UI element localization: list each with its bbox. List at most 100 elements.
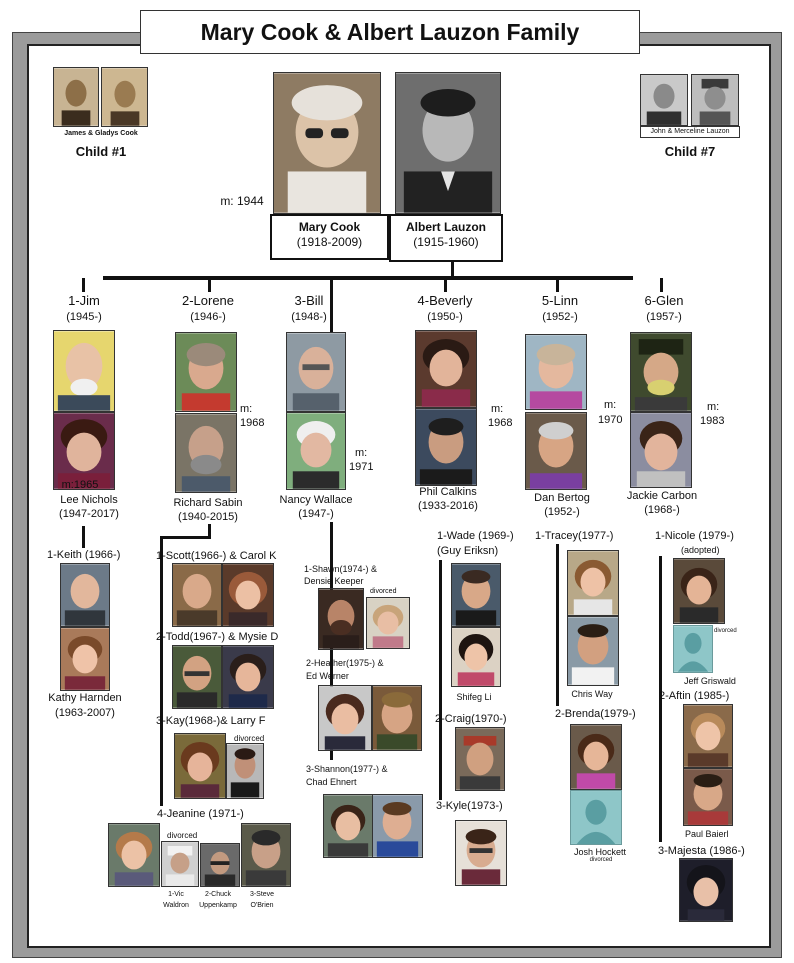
spouse-name: Shifeg Li <box>456 692 492 702</box>
child-years: (1945-) <box>66 311 102 323</box>
spouse-name: Paul Baierl <box>685 829 729 839</box>
densie-keeper-photo <box>366 597 410 649</box>
mary-cook-name: Mary Cook <box>298 220 361 234</box>
steve-obrien-photo <box>241 823 291 887</box>
child-name: 5-Linn <box>541 293 579 308</box>
divorced-note: divorced <box>167 831 198 840</box>
vic-waldron-photo <box>161 841 199 887</box>
spouse-name: Jeff Griswald <box>684 676 736 686</box>
grandchild-label: 2-Brenda(1979-) <box>555 708 636 720</box>
spouse-years: (1940-2015) <box>178 511 238 523</box>
larry-f-photo <box>226 743 264 799</box>
tracey-photo <box>567 550 619 616</box>
spouse-name: Jackie Carbon <box>626 490 698 502</box>
chuck-uppenkamp-photo <box>200 843 240 887</box>
grandchild-label: 2-Heather(1975-) & <box>306 658 384 668</box>
page-title: Mary Cook & Albert Lauzon Family <box>140 10 640 54</box>
grandchild-spouse-label: Densie Keeper <box>304 576 364 586</box>
child-years: (1957-) <box>646 311 682 323</box>
james-cook-photo <box>53 67 99 127</box>
child-years: (1950-) <box>427 311 463 323</box>
craig-photo <box>455 727 505 791</box>
shawn-photo <box>318 588 364 650</box>
spouse-years: (1952-) <box>544 506 580 518</box>
left-grandparents-label: James & Gladys Cook <box>64 130 138 137</box>
linn-desc-line <box>556 544 559 706</box>
left-child-label: Child #1 <box>75 144 127 159</box>
gladys-cook-photo <box>101 67 148 127</box>
drop-jim <box>82 278 85 292</box>
grandchild-label: 1-Nicole (1979-) <box>655 530 734 542</box>
grandchild-label: 1-Tracey(1977-) <box>535 530 614 542</box>
child-marriage-year: 1983 <box>700 415 725 427</box>
beverly-photo <box>415 330 477 408</box>
mary-cook-photo <box>273 72 381 214</box>
shannon-photo <box>323 794 373 858</box>
bill-photo <box>286 332 346 412</box>
children-bar <box>103 276 633 280</box>
ex-spouse-label: 2-Chuck <box>204 891 232 898</box>
chris-way-photo <box>567 616 619 686</box>
ex-spouse-label: 3-Steve <box>249 891 275 898</box>
merceline-lauzon-photo <box>691 74 739 126</box>
grandchild-label: 1-Scott(1966-) & Carol K <box>156 550 277 562</box>
right-child-label: Child #7 <box>664 144 716 159</box>
jackie-carbon-photo <box>630 412 692 488</box>
drop-linn <box>556 278 559 292</box>
lorene-desc-line-a <box>208 524 211 538</box>
spouse-name: Chris Way <box>571 689 613 699</box>
child-name: 4-Beverly <box>417 293 473 308</box>
spouse-name: Dan Bertog <box>534 492 590 504</box>
nicole-photo <box>673 558 725 624</box>
right-grandparents-label: John & Merceline Lauzon <box>640 126 740 138</box>
spouse-name: Richard Sabin <box>173 497 243 509</box>
john-lauzon-photo <box>640 74 688 126</box>
child-years: (1948-) <box>291 311 327 323</box>
spouse-name: Kathy Harnden <box>48 692 122 704</box>
child-name: 2-Lorene <box>181 293 235 308</box>
jeff-griswald-silhouette <box>673 625 713 673</box>
grandchild-label: 1-Shawn(1974-) & <box>304 564 378 574</box>
drop-beverly <box>444 278 447 292</box>
spouse-name: Nancy Wallace <box>279 494 353 506</box>
spouse-years: (1947-2017) <box>59 508 119 520</box>
grandchild-spouse-label: Ed Werner <box>306 671 349 681</box>
grandchild-label: 2-Craig(1970-) <box>435 713 507 725</box>
lorene-desc-line-c <box>160 536 163 806</box>
grandchild-spouse-label: Chad Ehnert <box>306 777 357 787</box>
kay-photo <box>174 733 226 799</box>
grandchild-label: 4-Jeanine (1971-) <box>157 808 244 820</box>
divorced-note: divorced <box>714 628 737 634</box>
grandchild-label: 3-Majesta (1986-) <box>658 845 745 857</box>
albert-lauzon-name: Albert Lauzon <box>406 220 486 234</box>
grandchild-label: 3-Kyle(1973-) <box>436 800 503 812</box>
divorced-note: divorced <box>370 588 397 595</box>
spouse-name: Phil Calkins <box>419 486 477 498</box>
phil-calkins-photo <box>415 408 477 486</box>
spouse-years: (1947-) <box>298 508 334 520</box>
child-marriage: m: <box>604 399 617 411</box>
child-marriage-year: 1970 <box>598 414 623 426</box>
grandchild-label: 2-Todd(1967-) & Mysie D <box>156 631 279 643</box>
divorced-note: divorced <box>234 734 265 743</box>
child-marriage-year: 1968 <box>240 417 265 429</box>
aftin-photo <box>683 704 733 768</box>
beverly-desc-line <box>439 560 442 800</box>
spouse-name: Josh Hockett <box>573 847 627 857</box>
keith-photo <box>60 563 110 627</box>
albert-lauzon-namebox: Albert Lauzon (1915-1960) <box>389 214 503 262</box>
drop-glen <box>660 278 663 292</box>
child-marriage: m:1965 <box>61 479 99 491</box>
jim-desc-line <box>82 526 85 548</box>
child-marriage-year: 1968 <box>488 417 513 429</box>
nancy-wallace-photo <box>286 412 346 490</box>
drop-lorene <box>208 278 211 292</box>
divorced-note: divorced <box>589 857 613 863</box>
child-name: 3-Bill <box>294 293 324 308</box>
shifeg-li-photo <box>451 627 501 687</box>
carol-k-photo <box>222 563 274 627</box>
ex-spouse-label: Waldron <box>163 902 189 909</box>
heather-photo <box>318 685 372 751</box>
grandchild-label: 3-Shannon(1977-) & <box>306 764 388 774</box>
child-marriage-year: 1971 <box>349 461 374 473</box>
